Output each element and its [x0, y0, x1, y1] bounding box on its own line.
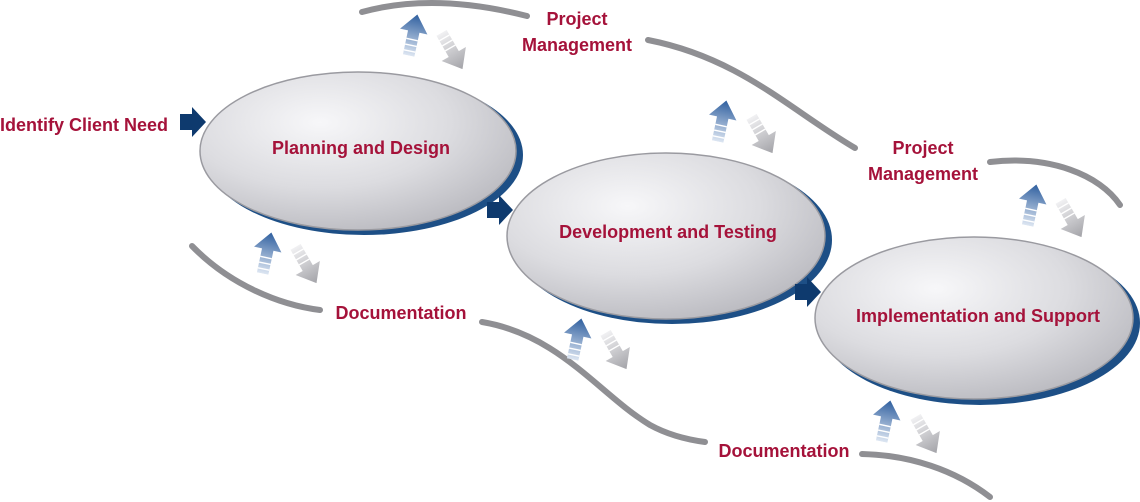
up-arrow-icon: [248, 229, 286, 277]
stage-label: Implementation and Support: [856, 306, 1100, 326]
track-curve: [645, 37, 858, 151]
track-curve: [479, 319, 708, 445]
up-arrow-icon: [867, 397, 905, 445]
entry-label: Identify Client Need: [0, 115, 168, 135]
down-arrow-icon: [282, 239, 330, 291]
track-curve: [859, 451, 993, 500]
documentation-label: Documentation: [718, 441, 849, 461]
label-line: Project: [546, 9, 607, 29]
project-management-label-2: Project Management: [868, 138, 978, 184]
up-arrow-icon: [394, 11, 432, 59]
stage-development-testing: Development and Testing: [506, 152, 832, 324]
bottom-track: [189, 243, 993, 500]
stage-ellipse: [506, 152, 826, 320]
label-line: Management: [522, 35, 632, 55]
label-line: Management: [868, 164, 978, 184]
stage-label: Planning and Design: [272, 138, 450, 158]
down-arrow-icon: [1047, 193, 1095, 245]
label-line: Project: [892, 138, 953, 158]
up-arrow-icon: [703, 97, 741, 145]
flow-arrow-icon: [795, 277, 821, 307]
documentation-label: Documentation: [335, 303, 466, 323]
stage-label: Development and Testing: [559, 222, 777, 242]
down-arrow-icon: [592, 325, 640, 377]
stage-ellipse: [814, 236, 1134, 400]
flow-arrows: [180, 107, 821, 307]
track-curve: [987, 157, 1123, 208]
up-arrow-icon: [1013, 181, 1051, 229]
stage-implementation-support: Implementation and Support: [814, 236, 1140, 405]
project-management-label-1: Project Management: [522, 9, 632, 55]
flow-arrow-icon: [180, 107, 206, 137]
top-track: [359, 0, 1123, 208]
track-curve: [189, 243, 323, 313]
track-curve: [359, 0, 530, 19]
down-arrow-icon: [902, 409, 950, 461]
stage-ellipse: [199, 71, 517, 231]
stage-planning-design: Planning and Design: [199, 71, 523, 235]
flow-arrow-icon: [487, 195, 513, 225]
down-arrow-icon: [428, 25, 476, 77]
down-arrow-icon: [738, 109, 786, 161]
